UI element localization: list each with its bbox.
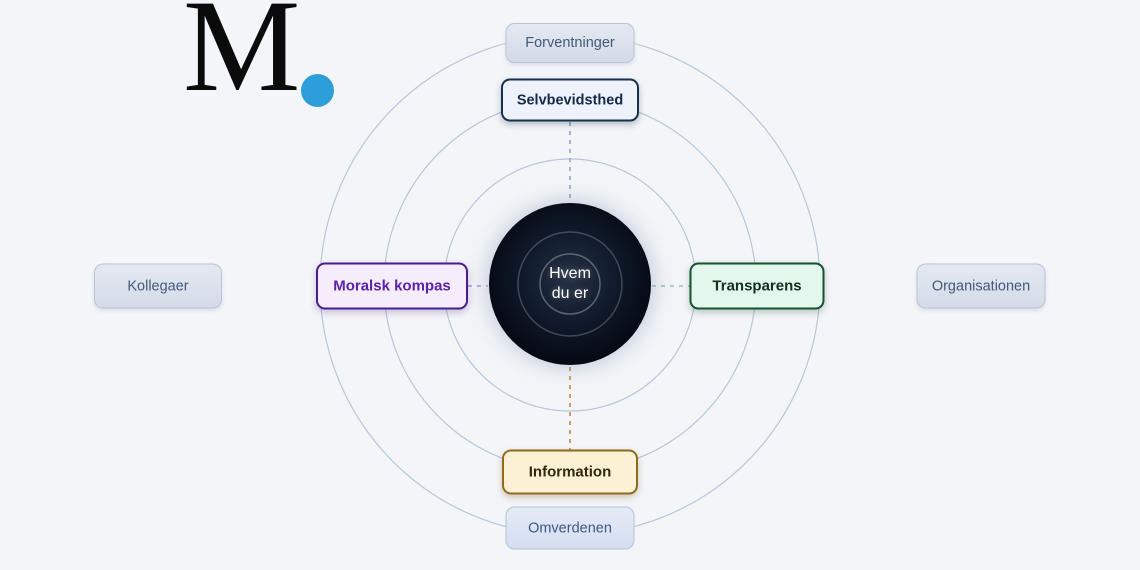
center-disc <box>489 203 651 365</box>
node-selvbevidsthed[interactable]: Selvbevidsthed <box>501 78 639 122</box>
node-organisationen[interactable]: Organisationen <box>916 263 1046 309</box>
center-disc-inner-ring <box>539 253 601 315</box>
center-label-line1: Hvem <box>549 265 591 282</box>
node-kollegaer[interactable]: Kollegaer <box>94 263 222 309</box>
node-information[interactable]: Information <box>502 449 638 495</box>
node-moralsk-kompas[interactable]: Moralsk kompas <box>316 262 468 310</box>
center-disc-outer-ring <box>517 231 623 337</box>
node-transparens[interactable]: Transparens <box>689 262 825 310</box>
brand-logo-dot-icon <box>301 74 334 107</box>
node-forventninger[interactable]: Forventninger <box>505 23 635 63</box>
brand-logo-letter: M <box>183 0 301 119</box>
center-label: Hvem du er <box>549 264 591 304</box>
brand-logo[interactable]: M <box>183 0 300 112</box>
center-label-line2: du er <box>551 285 589 302</box>
node-omverdenen[interactable]: Omverdenen <box>505 506 635 550</box>
